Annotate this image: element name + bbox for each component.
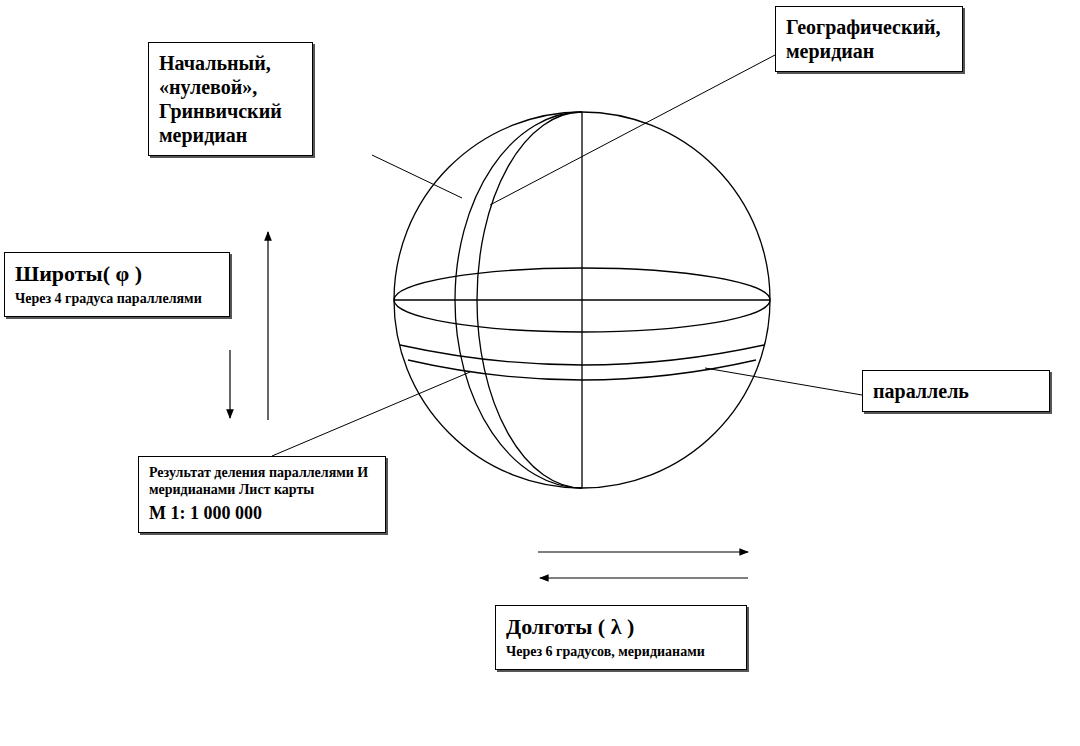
geographic-meridian: [477, 112, 582, 488]
axis-meridian: [581, 112, 582, 488]
node-heading: Широты( φ ): [15, 261, 219, 287]
arrow-up: [267, 232, 268, 420]
callout-box: Географический, меридиан: [775, 6, 963, 72]
leader-line: [490, 55, 775, 205]
node-body: Через 6 градусов, меридианами: [506, 644, 736, 661]
callout-box: Долготы ( λ ) Через 6 градусов, меридиана…: [495, 605, 747, 670]
callout-box: Широты( φ ) Через 4 градуса параллелями: [4, 252, 230, 317]
arrow-right: [538, 551, 748, 552]
parallel-line: [408, 360, 756, 380]
callout-box: Начальный, «нулевой», Гринвичский мериди…: [148, 42, 313, 156]
parallel-line: [400, 345, 764, 365]
node-text: Географический, меридиан: [786, 15, 952, 63]
scale-text: М 1: 1 000 000: [149, 503, 375, 525]
node-text: Начальный, «нулевой», Гринвичский мериди…: [159, 51, 302, 147]
node-text: параллель: [873, 379, 1039, 403]
greenwich-meridian: [455, 112, 582, 488]
node-body: Через 4 градуса параллелями: [15, 291, 219, 308]
callout-box: Результат деления параллелями И меридиан…: [138, 456, 386, 533]
globe-outline: [394, 112, 770, 488]
arrow-down: [229, 350, 230, 418]
leader-line: [372, 155, 462, 198]
callout-box: параллель: [862, 370, 1050, 412]
arrow-left: [540, 577, 748, 578]
leader-line: [705, 368, 862, 395]
node-heading: Долготы ( λ ): [506, 614, 736, 640]
leader-line: [272, 372, 470, 456]
node-body: Результат деления параллелями И меридиан…: [149, 465, 375, 499]
